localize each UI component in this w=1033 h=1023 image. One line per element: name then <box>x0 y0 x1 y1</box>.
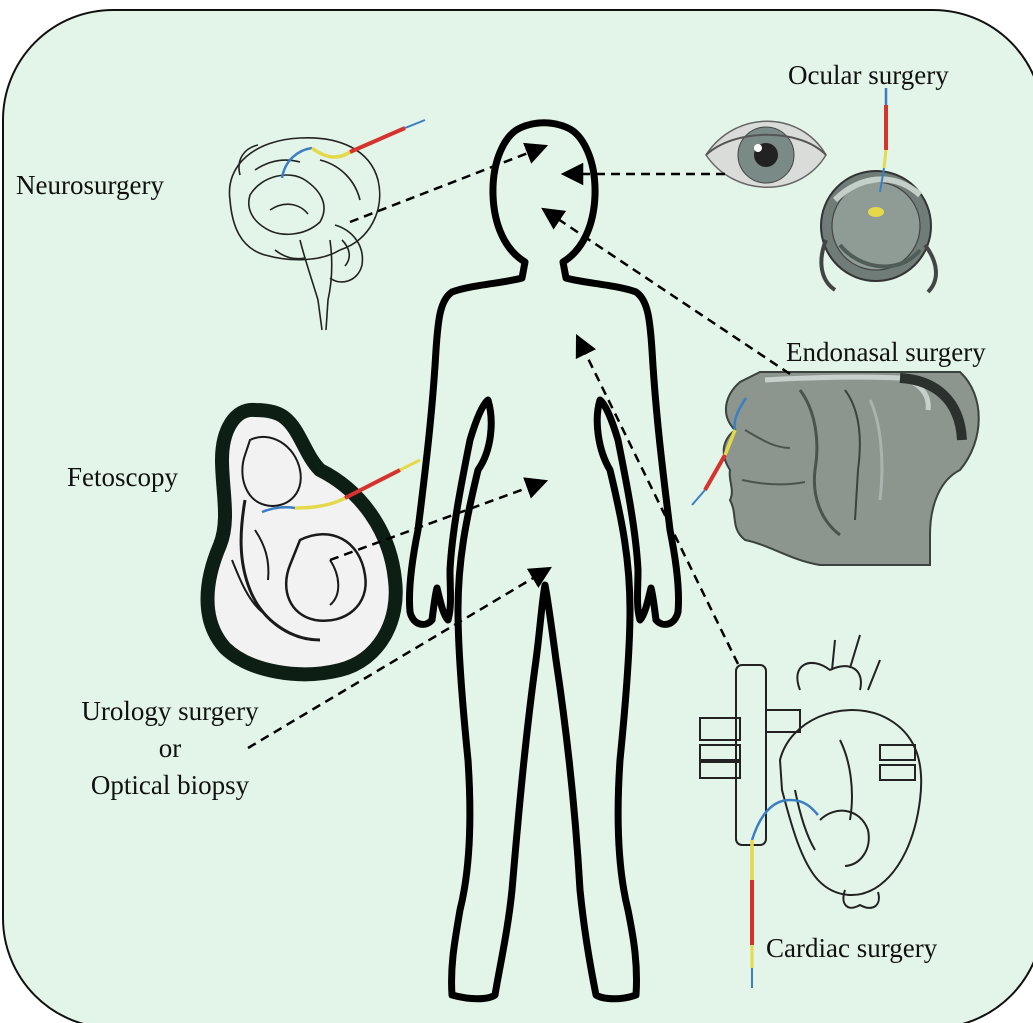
label-endonasal-surgery: Endonasal surgery <box>786 339 986 366</box>
label-ocular-surgery: Ocular surgery <box>788 62 949 89</box>
label-fetoscopy: Fetoscopy <box>67 464 178 491</box>
label-neurosurgery: Neurosurgery <box>16 172 164 199</box>
ocular-instrument-yellow <box>884 150 886 168</box>
label-urology-line2: or <box>159 735 182 762</box>
label-urology-line3: Optical biopsy <box>91 772 249 799</box>
label-cardiac-surgery: Cardiac surgery <box>766 935 937 962</box>
label-urology-line1: Urology surgery <box>81 698 258 725</box>
